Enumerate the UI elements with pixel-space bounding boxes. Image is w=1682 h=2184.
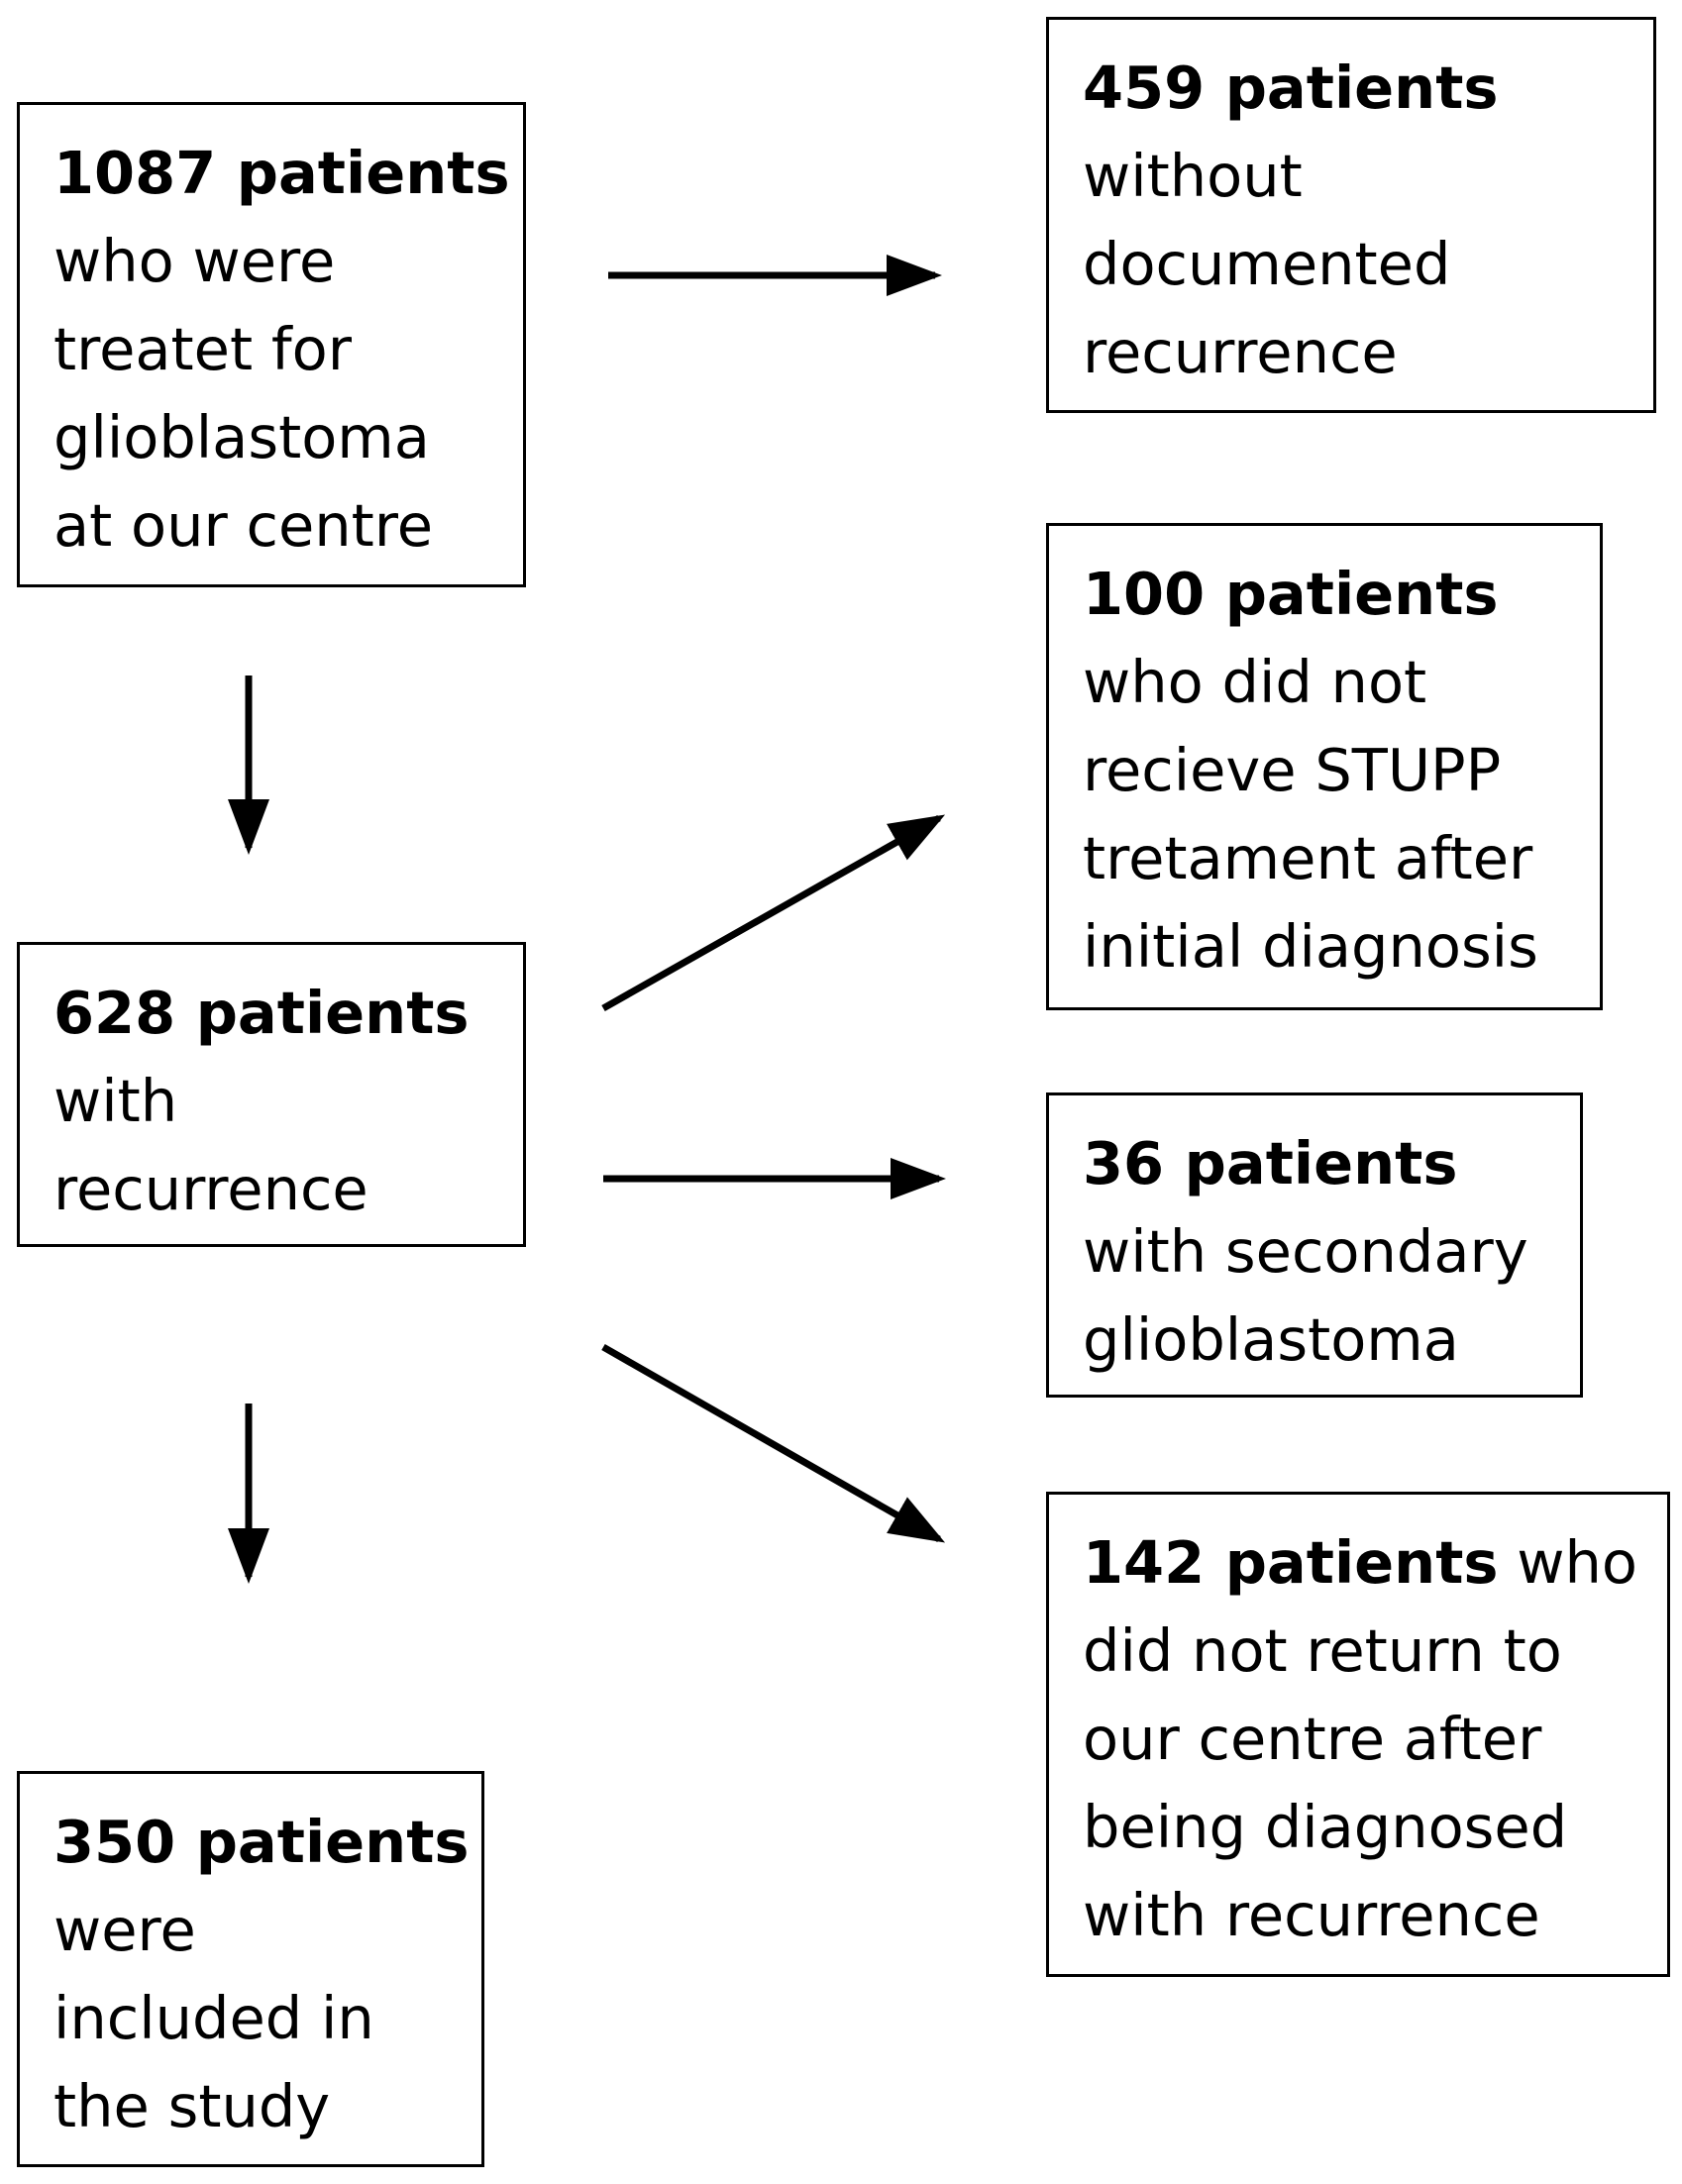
box-included: 350 patients were included in the study [17,1771,484,2167]
box-not-returned: 142 patients who did not return to our c… [1046,1492,1670,1977]
text-line: our centre after [1083,1705,1542,1773]
count-recurrence: 628 patients [53,979,470,1047]
text-line: recieve STUPP [1083,736,1502,804]
text-line: did not return to [1083,1616,1562,1685]
text-line: who were [53,227,336,295]
text-line: the study [53,2072,331,2140]
text-line: being diagnosed [1083,1793,1568,1861]
text-line: with recurrence [1083,1881,1540,1949]
text-line: glioblastoma [1083,1305,1459,1374]
arrow-to-not-returned [601,1343,946,1543]
count-no-recurrence: 459 patients [1083,53,1499,122]
text-line: included in [53,1984,374,2052]
box-recurrence: 628 patients with recurrence [17,942,526,1247]
text-line: without [1083,142,1303,210]
text-line: with secondary [1083,1217,1528,1286]
text-line: who did not [1083,648,1427,716]
text-line: were [53,1896,196,1964]
arrow-to-no-stupp [601,814,946,1012]
count-included: 350 patients [53,1808,470,1876]
text-line: 142 patients who [1083,1518,1638,1607]
text-line: initial diagnosis [1083,912,1538,981]
text-line: treatet for [53,315,352,383]
box-no-stupp: 100 patients who did not recieve STUPP t… [1046,523,1603,1010]
text-fragment: who [1498,1528,1638,1597]
text-line: glioblastoma [53,403,430,471]
count-total: 1087 patients [53,139,510,207]
count-not-returned: 142 patients [1083,1528,1499,1597]
text-line: recurrence [53,1155,368,1223]
text-line: tretament after [1083,824,1533,892]
text-line: with [53,1067,178,1135]
box-no-recurrence: 459 patients without documented recurren… [1046,17,1656,413]
box-total-patients: 1087 patients who were treatet for gliob… [17,102,526,587]
count-no-stupp: 100 patients [1083,560,1499,628]
count-secondary: 36 patients [1083,1129,1458,1197]
text-line: recurrence [1083,318,1398,386]
text-line: documented [1083,230,1451,298]
box-secondary-glioblastoma: 36 patients with secondary glioblastoma [1046,1092,1583,1398]
text-line: at our centre [53,491,434,560]
